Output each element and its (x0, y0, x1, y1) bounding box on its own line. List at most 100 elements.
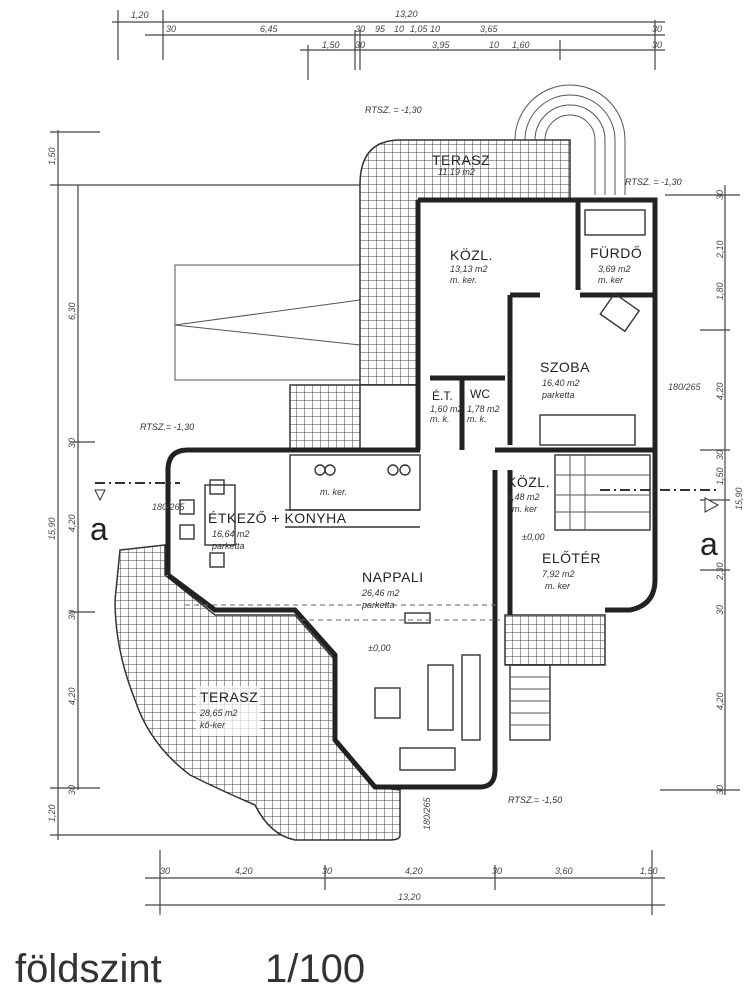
dim-bottom-1: 4,20 (235, 866, 253, 876)
right-dimensions: 30 2,10 1,80 4,20 30 1,50 2,30 30 4,20 3… (660, 185, 744, 795)
bottom-dimensions: 30 4,20 30 4,20 30 3,60 1,50 13,20 (145, 850, 665, 915)
section-marker-left: a (90, 511, 108, 547)
dim-left-3: 4,20 (67, 514, 77, 532)
svg-text:FÜRDŐ: FÜRDŐ (590, 244, 642, 261)
dim-right-4: 30 (715, 450, 725, 460)
dim-right-7: 30 (715, 605, 725, 615)
dim-top-7: 1,05 (410, 24, 429, 34)
entrance-terrace (504, 614, 606, 666)
svg-text:TERASZ: TERASZ (432, 152, 490, 168)
dim-top-9: 3,65 (480, 24, 499, 34)
opening-dim-left: 180/265 (152, 502, 186, 512)
svg-text:13,13 m2: 13,13 m2 (450, 264, 488, 274)
dim-top-15: 1,60 (512, 40, 530, 50)
dim-top-2: 30 (166, 24, 176, 34)
furniture (179, 209, 646, 771)
room-nappali: NAPPALI 26,46 m2 parketta (361, 569, 424, 610)
svg-text:m. k.: m. k. (430, 414, 450, 424)
svg-text:SZOBA: SZOBA (540, 359, 590, 375)
dim-top-14: 10 (489, 40, 499, 50)
svg-text:m. k.: m. k. (467, 414, 487, 424)
dim-top-10: 30 (652, 24, 662, 34)
room-etkezo-konyha: ÉTKEZŐ + KONYHA 16,64 m2 parketta (208, 510, 346, 551)
svg-text:11,19 m2: 11,19 m2 (438, 167, 475, 177)
level-floor-living: ±0,00 (368, 643, 390, 653)
svg-text:kő-ker: kő-ker (200, 720, 226, 730)
svg-text:TERASZ: TERASZ (200, 689, 258, 705)
carport (174, 264, 361, 381)
dim-top-1: 13,20 (395, 9, 418, 19)
svg-text:1,60 m2: 1,60 m2 (430, 404, 463, 414)
svg-text:m. ker.: m. ker. (450, 275, 477, 285)
svg-text:É.T.: É.T. (432, 388, 453, 403)
dim-bottom-2: 30 (322, 866, 332, 876)
dim-top-16: 30 (652, 40, 662, 50)
dim-right-8: 4,20 (715, 692, 725, 710)
dim-right-1: 2,10 (715, 240, 725, 259)
dim-right-9: 30 (715, 785, 725, 795)
room-wc: WC 1,78 m2 m. k. (467, 387, 500, 424)
top-terrace (289, 84, 626, 451)
dim-top-4: 30 (355, 24, 365, 34)
room-terasz-garden: TERASZ 28,65 m2 kő-ker (196, 686, 260, 736)
dim-top-3: 6,45 (260, 24, 279, 34)
dim-top-8: 10 (430, 24, 440, 34)
dim-right-5: 1,50 (715, 467, 725, 485)
dim-bottom-4: 30 (492, 866, 502, 876)
dim-left-7: 1,20 (47, 804, 57, 822)
room-eloter: ELŐTÉR 7,92 m2 m. ker (542, 550, 601, 591)
svg-text:m. ker: m. ker (545, 581, 571, 591)
svg-text:3,69 m2: 3,69 m2 (598, 264, 631, 274)
room-et: É.T. 1,60 m2 m. k. (430, 388, 463, 424)
svg-text:28,65 m2: 28,65 m2 (199, 708, 238, 718)
dim-bottom-6: 1,50 (640, 866, 658, 876)
entrance-stairs (509, 664, 551, 741)
dim-left-4: 30 (67, 610, 77, 620)
plan-title: földszint (15, 947, 162, 991)
room-kozl-lower: KÖZL. 6,48 m2 m. ker (507, 473, 549, 514)
svg-text:ELŐTÉR: ELŐTÉR (542, 550, 601, 566)
level-left: RTSZ.= -1,30 (140, 422, 194, 432)
room-kozl-upper: KÖZL. 13,13 m2 m. ker. (450, 246, 493, 285)
dim-right-0: 30 (715, 190, 725, 200)
dim-left-2: 30 (67, 438, 77, 448)
level-top-right: RTSZ. = -1,30 (625, 177, 682, 187)
svg-text:WC: WC (470, 387, 490, 401)
dim-bottom-5: 3,60 (555, 866, 573, 876)
walls (165, 197, 658, 790)
dim-top-12: 30 (355, 40, 365, 50)
top-dimensions: 1,20 13,20 30 6,45 30 95 10 1,05 10 3,65… (112, 9, 665, 80)
section-line-right: a (600, 489, 720, 562)
svg-text:26,46 m2: 26,46 m2 (361, 588, 400, 598)
dim-left-6: 30 (67, 785, 77, 795)
dim-top-13: 3,95 (432, 40, 451, 50)
svg-text:m. ker: m. ker (512, 504, 538, 514)
room-furdo: FÜRDŐ 3,69 m2 m. ker (590, 244, 642, 285)
section-line-left: a (90, 482, 180, 547)
kitchen-floor: m. ker. (320, 487, 347, 497)
svg-text:parketta: parketta (541, 390, 575, 400)
svg-text:NAPPALI: NAPPALI (362, 569, 424, 585)
opening-dim-bottom: 180/265 (422, 796, 432, 830)
svg-text:16,40 m2: 16,40 m2 (542, 378, 580, 388)
dim-bottom-7: 13,20 (398, 892, 421, 902)
svg-text:parketta: parketta (211, 541, 245, 551)
left-dimensions: 1,50 6,30 30 4,20 30 4,20 30 1,20 15,90 (47, 130, 360, 840)
dim-top-5: 95 (375, 24, 386, 34)
dim-right-2: 1,80 (715, 282, 725, 300)
level-top: RTSZ. = -1,30 (365, 105, 422, 115)
level-floor-entrance: ±0,00 (522, 532, 544, 542)
dim-right-3: 4,20 (715, 382, 725, 400)
dim-left-8: 15,90 (47, 517, 57, 540)
svg-text:parketta: parketta (361, 600, 395, 610)
dim-right-6: 2,30 (715, 562, 725, 581)
fireplace (404, 612, 431, 624)
dim-right-10: 15,90 (734, 487, 744, 510)
svg-text:16,64 m2: 16,64 m2 (212, 529, 250, 539)
dim-bottom-0: 30 (160, 866, 170, 876)
plan-scale: 1/100 (265, 947, 365, 991)
dim-top-11: 1,50 (322, 40, 340, 50)
interior-stairs (554, 454, 651, 531)
svg-text:KÖZL.: KÖZL. (450, 246, 493, 263)
